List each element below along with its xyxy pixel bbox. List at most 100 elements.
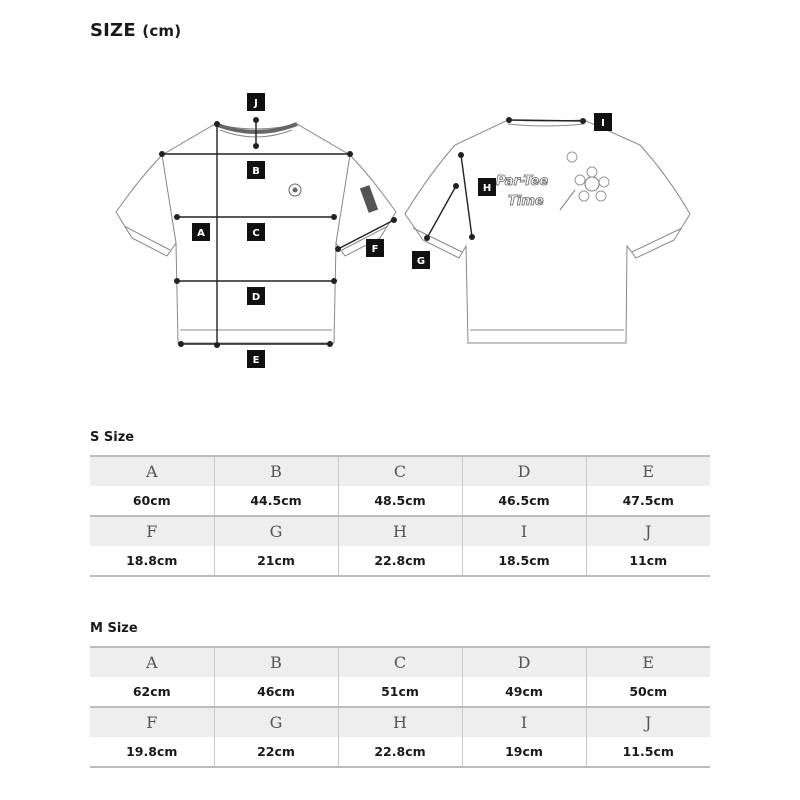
value-cell: 62cm bbox=[90, 677, 214, 708]
header-cell: F bbox=[90, 706, 214, 737]
page-title: SIZE (cm) bbox=[90, 20, 181, 41]
value-cell: 18.8cm bbox=[90, 546, 214, 577]
sleeve-tag bbox=[359, 185, 379, 213]
measure-line-i bbox=[508, 119, 584, 122]
front-right-cuff bbox=[341, 225, 389, 251]
header-cell: E bbox=[585, 455, 710, 486]
value-cell: 18.5cm bbox=[461, 546, 586, 577]
back-measure-lines bbox=[426, 119, 584, 239]
header-cell: B bbox=[213, 646, 338, 677]
table-value-row: 19.8cm 22cm 22.8cm 19cm 11.5cm bbox=[90, 737, 710, 768]
header-cell: A bbox=[90, 646, 214, 677]
value-cell: 22.8cm bbox=[337, 546, 462, 577]
header-cell: C bbox=[337, 646, 462, 677]
header-cell: J bbox=[585, 515, 710, 546]
value-cell: 46.5cm bbox=[461, 486, 586, 517]
svg-text:H: H bbox=[483, 183, 491, 194]
front-right-shoulder-seam bbox=[335, 154, 351, 244]
header-cell: I bbox=[461, 706, 586, 737]
s-size-label: S Size bbox=[90, 430, 135, 445]
svg-text:A: A bbox=[197, 228, 205, 239]
table-value-row: 62cm 46cm 51cm 49cm 50cm bbox=[90, 677, 710, 708]
svg-text:I: I bbox=[601, 118, 605, 129]
value-cell: 11cm bbox=[585, 546, 710, 577]
svg-text:E: E bbox=[253, 355, 260, 366]
front-left-shoulder-seam bbox=[161, 154, 177, 244]
measure-line-h bbox=[460, 154, 473, 238]
back-right-cuff bbox=[631, 227, 683, 253]
header-cell: E bbox=[585, 646, 710, 677]
header-cell: A bbox=[90, 455, 214, 486]
badge-e: E bbox=[247, 350, 265, 368]
header-cell: J bbox=[585, 706, 710, 737]
value-cell: 22cm bbox=[213, 737, 338, 768]
table-value-row: 60cm 44.5cm 48.5cm 46.5cm 47.5cm bbox=[90, 486, 710, 517]
svg-text:B: B bbox=[252, 166, 260, 177]
value-cell: 50cm bbox=[585, 677, 710, 708]
header-cell: H bbox=[337, 706, 462, 737]
header-cell: C bbox=[337, 455, 462, 486]
header-cell: G bbox=[213, 706, 338, 737]
svg-text:J: J bbox=[253, 98, 258, 109]
svg-text:C: C bbox=[252, 228, 259, 239]
chest-logo-inner bbox=[292, 187, 298, 193]
back-neck-seam bbox=[507, 123, 585, 127]
measure-line-g bbox=[426, 185, 457, 239]
m-size-table: A B C D E 62cm 46cm 51cm 49cm 50cm F G H… bbox=[90, 646, 710, 768]
value-cell: 48.5cm bbox=[337, 486, 462, 517]
badge-c: C bbox=[247, 223, 265, 241]
header-cell: I bbox=[461, 515, 586, 546]
header-cell: D bbox=[461, 646, 586, 677]
badge-g: G bbox=[412, 251, 430, 269]
front-left-cuff bbox=[123, 225, 171, 251]
table-value-row: 18.8cm 21cm 22.8cm 18.5cm 11cm bbox=[90, 546, 710, 577]
badge-i: I bbox=[594, 113, 612, 131]
front-measure-lines bbox=[162, 120, 395, 345]
back-left-cuff bbox=[412, 227, 463, 253]
front-measure-dots bbox=[159, 117, 397, 348]
badge-h: H bbox=[478, 178, 496, 196]
golf-ball-icon bbox=[566, 151, 578, 163]
svg-text:D: D bbox=[252, 292, 260, 303]
value-cell: 21cm bbox=[213, 546, 338, 577]
print-text-line-2: Time bbox=[508, 194, 544, 209]
back-tshirt bbox=[404, 119, 691, 344]
header-cell: F bbox=[90, 515, 214, 546]
table-header-row: A B C D E bbox=[90, 455, 710, 486]
header-cell: D bbox=[461, 455, 586, 486]
header-cell: G bbox=[213, 515, 338, 546]
title-main: SIZE bbox=[90, 20, 136, 41]
tshirt-measurement-diagram: Par-Tee Time A B C D E F G H I J bbox=[115, 93, 691, 368]
value-cell: 60cm bbox=[90, 486, 214, 517]
back-print-graphic: Par-Tee Time bbox=[496, 151, 610, 211]
badge-a: A bbox=[192, 223, 210, 241]
svg-text:G: G bbox=[417, 256, 425, 267]
value-cell: 46cm bbox=[213, 677, 338, 708]
value-cell: 19.8cm bbox=[90, 737, 214, 768]
header-cell: H bbox=[337, 515, 462, 546]
value-cell: 19cm bbox=[461, 737, 586, 768]
svg-text:F: F bbox=[372, 244, 379, 255]
print-text-line-1: Par-Tee bbox=[496, 174, 548, 189]
header-cell: B bbox=[213, 455, 338, 486]
badge-f: F bbox=[366, 239, 384, 257]
table-header-row: A B C D E bbox=[90, 646, 710, 677]
measure-line-f bbox=[337, 219, 395, 250]
value-cell: 51cm bbox=[337, 677, 462, 708]
value-cell: 22.8cm bbox=[337, 737, 462, 768]
title-unit: (cm) bbox=[142, 22, 182, 40]
value-cell: 49cm bbox=[461, 677, 586, 708]
value-cell: 44.5cm bbox=[213, 486, 338, 517]
m-size-label: M Size bbox=[90, 621, 138, 636]
flower-icon bbox=[584, 176, 600, 192]
table-header-row: F G H I J bbox=[90, 515, 710, 546]
badge-d: D bbox=[247, 287, 265, 305]
badge-j: J bbox=[247, 93, 265, 111]
table-header-row: F G H I J bbox=[90, 706, 710, 737]
value-cell: 11.5cm bbox=[585, 737, 710, 768]
s-size-table: A B C D E 60cm 44.5cm 48.5cm 46.5cm 47.5… bbox=[90, 455, 710, 577]
badge-b: B bbox=[247, 161, 265, 179]
value-cell: 47.5cm bbox=[585, 486, 710, 517]
back-body-outline bbox=[404, 119, 691, 344]
back-measure-dots bbox=[424, 117, 586, 241]
